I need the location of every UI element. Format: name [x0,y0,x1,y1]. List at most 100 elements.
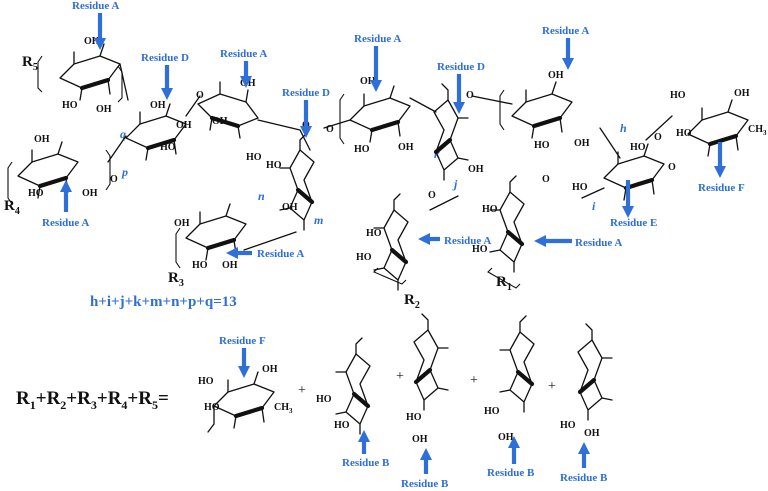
label-residue-a: Residue A [42,217,89,229]
ring-residue-d-q [126,104,186,160]
atom-oh: OH [548,70,564,81]
bond [207,405,215,433]
label-residue-d: Residue D [141,52,189,64]
arrowhead [418,233,430,245]
label-residue-a: Residue A [444,235,491,247]
residue-annotations: Residue A Residue D Residue A Residue D … [42,0,745,260]
label-residue-e: Residue E [610,217,657,229]
arrowhead [94,38,106,50]
atom-ho: HO [266,160,282,171]
atom-ho: HO [670,90,686,101]
arrowhead [300,126,312,138]
arrowhead [714,166,726,178]
substituent-definition: R1+R2+R3+R4+R5= Residue F HO OH HO CH3 +… [16,314,612,490]
label-residue-b: Residue B [487,467,535,479]
label-residue-a: Residue A [354,33,401,45]
ring-residue-a-r1 [490,176,524,272]
index-m: m [314,213,323,227]
label-residue-f: Residue F [698,182,745,194]
substituent-r3: R3 [168,270,184,289]
ring-residue-a-top [198,82,258,138]
atom-ho: HO [534,140,550,151]
atom-ho: HO [246,152,262,163]
atom-ch3: CH3 [748,124,767,137]
atom-oh: OH [360,76,376,87]
bracket [339,93,345,145]
atom-o: O [668,162,676,173]
ring-residue-d-j [434,84,468,180]
arrowhead [240,76,252,88]
plus-sign: + [548,379,556,394]
atom-ho: HO [560,420,576,431]
index-i: i [592,199,596,213]
atom-ho: HO [482,204,498,215]
ring-residue-a-r2 [374,194,408,290]
atom-ho: HO [354,144,370,155]
arrowhead [622,206,634,218]
arrowhead [238,366,250,378]
index-q: q [120,127,126,141]
arrowhead [562,58,574,70]
atom-oh: OH [222,260,238,271]
label-residue-a: Residue A [220,48,267,60]
label-residue-b: Residue B [342,457,390,469]
atom-ho: HO [192,260,208,271]
atom-oh: OH [96,104,112,115]
ring-residue-b-4 [578,324,612,420]
main-chain: OH HO OH R5 HO OH OH q OH HO OH O OH HO … [4,36,767,311]
atom-oh: OH [574,138,590,149]
label-residue-b: Residue B [560,472,608,484]
atom-o: O [428,190,436,201]
label-residue-a: Residue A [575,237,622,249]
bracket [373,267,407,285]
ring-residue-a-r5 [60,44,120,100]
index-p: p [121,165,128,179]
atom-o: O [654,132,662,143]
atom-oh: OH [468,164,484,175]
atom-oh: OH [412,434,428,445]
atom-oh: OH [398,142,414,153]
label-residue-a: Residue A [72,0,119,12]
plus-sign: + [396,369,404,384]
atom-ho: HO [62,100,78,111]
bracket [7,161,13,205]
glycosidic-bonds [107,63,673,251]
r-sum-equation: R1+R2+R3+R4+R5= [16,388,169,412]
atom-oh: OH [212,116,228,127]
atom-o: O [110,174,118,185]
atom-o: O [542,174,550,185]
label-residue-d: Residue D [282,87,330,99]
index-h: h [620,121,627,135]
bracket [487,267,521,289]
plus-sign: + [470,373,478,388]
atom-ho: HO [198,376,214,387]
substituent-r2: R2 [404,292,420,311]
arrowhead [453,102,465,114]
bracket [175,227,181,269]
atom-ho: HO [484,406,500,417]
arrowhead [534,235,546,247]
atom-ho: HO [356,252,372,263]
atom-ho: HO [676,128,692,139]
bracket [105,149,111,191]
ring-residue-a-k [350,86,410,142]
bracket [117,65,123,103]
ring-residue-a-h [512,82,572,138]
atom-ho: HO [472,244,488,255]
atom-ch3: CH3 [274,402,293,415]
atom-o: O [466,90,474,101]
arrowhead [578,442,590,454]
atom-oh: OH [174,218,190,229]
label-residue-d: Residue D [437,61,485,73]
atom-oh: OH [584,428,600,439]
label-residue-b: Residue B [401,478,449,490]
atom-ho: HO [160,142,176,153]
atom-ho: HO [28,188,44,199]
bracket [37,55,43,93]
atom-oh: OH [150,100,166,111]
arrowhead [161,88,173,100]
atom-ho: HO [572,182,588,193]
atom-ho: HO [630,142,646,153]
